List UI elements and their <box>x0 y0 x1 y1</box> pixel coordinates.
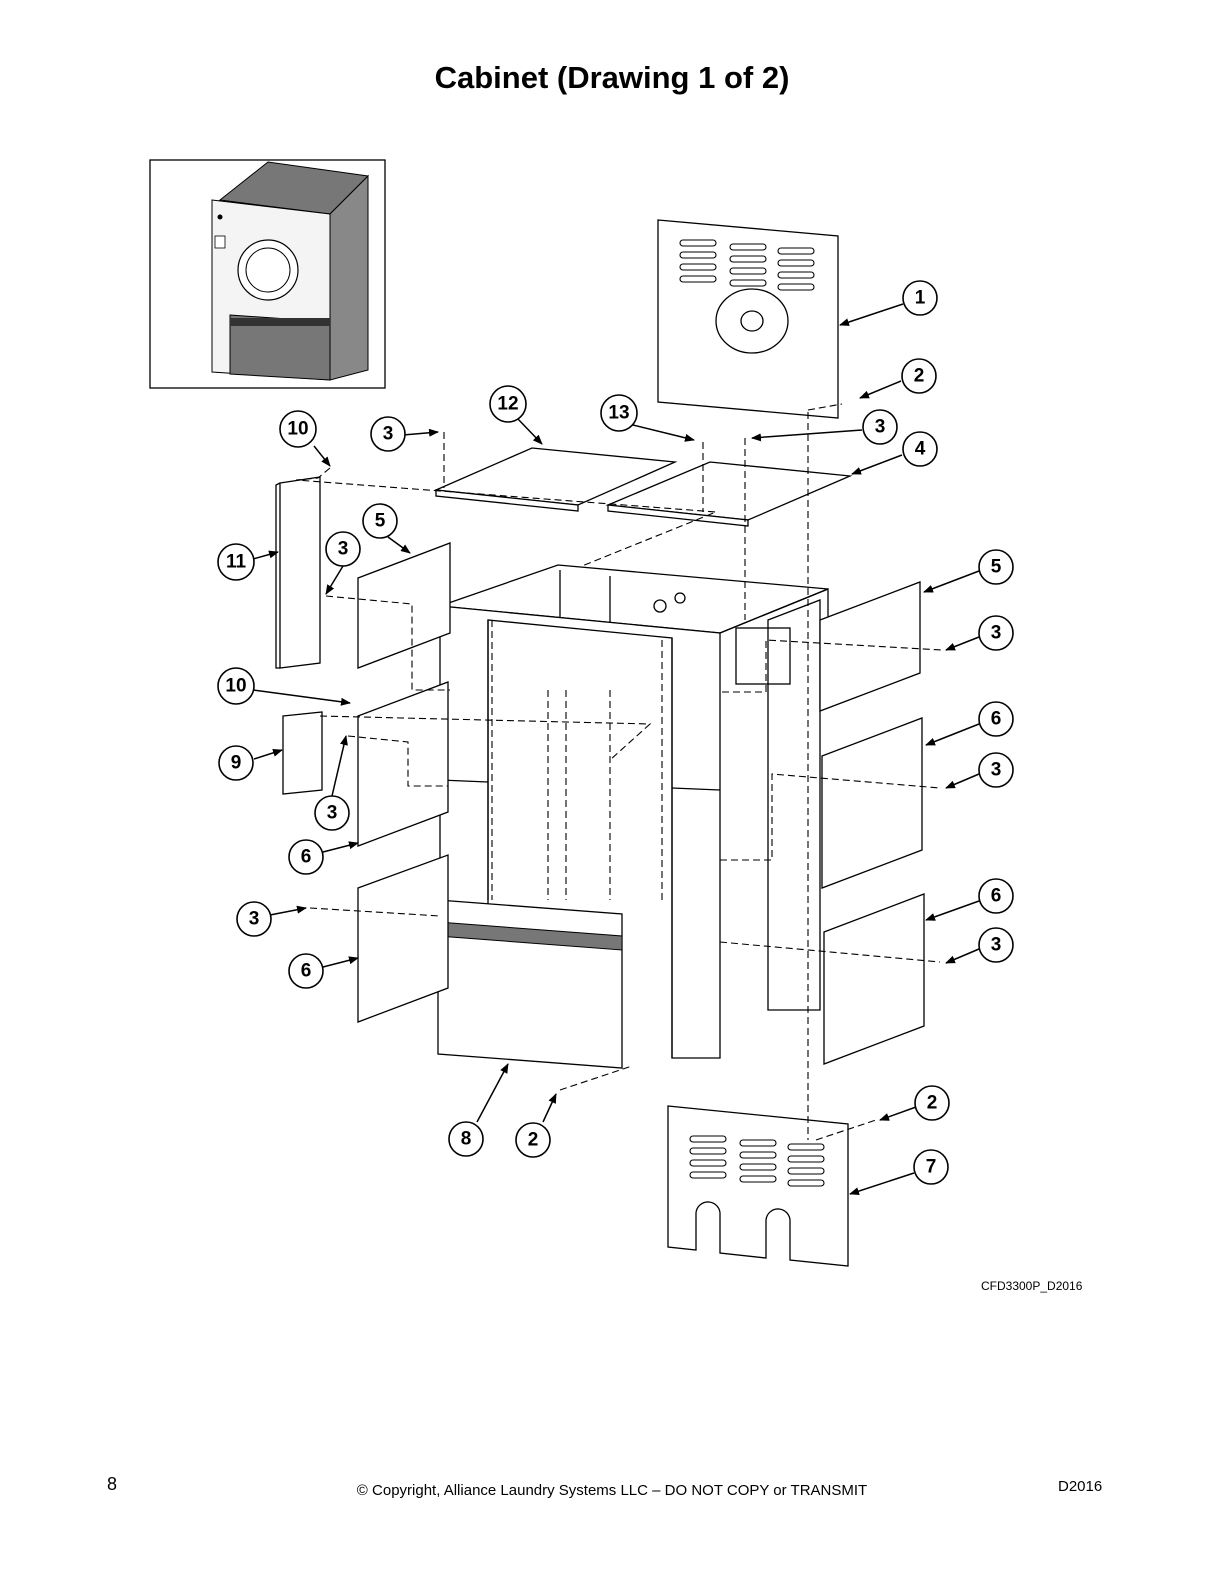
svg-text:3: 3 <box>327 803 338 824</box>
callout-3f: 3 <box>978 752 1014 788</box>
vent-slots <box>689 1135 825 1187</box>
svg-text:3: 3 <box>383 424 394 445</box>
callout-3a: 3 <box>370 416 406 452</box>
callout-5b: 5 <box>978 549 1014 585</box>
rear-top-panel <box>657 219 839 419</box>
svg-text:3: 3 <box>338 539 349 560</box>
callout-11: 11 <box>217 543 255 581</box>
svg-text:2: 2 <box>927 1093 938 1114</box>
copyright-notice: © Copyright, Alliance Laundry Systems LL… <box>356 1482 868 1499</box>
left-panel-middle <box>357 681 449 847</box>
callout-2c: 2 <box>914 1085 950 1121</box>
callout-7: 7 <box>913 1149 949 1185</box>
right-panel-upper <box>819 581 921 712</box>
svg-text:2: 2 <box>914 366 925 387</box>
callout-3h: 3 <box>978 927 1014 963</box>
right-panel-middle <box>821 717 923 889</box>
assembly-lines <box>295 403 943 1141</box>
callout-12: 12 <box>489 385 527 423</box>
svg-text:7: 7 <box>926 1157 937 1178</box>
svg-text:6: 6 <box>301 961 312 982</box>
svg-text:10: 10 <box>225 676 246 697</box>
assembled-machine-inset <box>149 159 386 389</box>
callout-2b: 2 <box>515 1122 551 1158</box>
svg-text:3: 3 <box>991 760 1002 781</box>
small-side-panel <box>282 711 323 795</box>
page-number: 8 <box>107 1474 118 1494</box>
svg-text:6: 6 <box>991 886 1002 907</box>
callout-8: 8 <box>448 1121 484 1157</box>
callout-6c: 6 <box>978 878 1014 914</box>
svg-text:5: 5 <box>991 557 1002 578</box>
callout-3g: 3 <box>236 901 272 937</box>
svg-text:4: 4 <box>915 439 926 460</box>
svg-text:6: 6 <box>301 847 312 868</box>
callout-13: 13 <box>600 394 638 432</box>
callout-6b: 6 <box>288 839 324 875</box>
svg-text:10: 10 <box>287 419 308 440</box>
top-panel-left <box>433 447 678 512</box>
callout-1: 1 <box>902 280 938 316</box>
callout-6d: 6 <box>288 953 324 989</box>
svg-text:8: 8 <box>461 1129 472 1150</box>
document-code: D2016 <box>1058 1478 1103 1495</box>
rear-lower-panel <box>667 1105 849 1267</box>
svg-text:6: 6 <box>991 709 1002 730</box>
callout-10b: 10 <box>217 667 255 705</box>
svg-text:5: 5 <box>375 511 386 532</box>
svg-text:3: 3 <box>991 935 1002 956</box>
svg-text:2: 2 <box>528 1130 539 1151</box>
left-panel-lower <box>357 854 449 1023</box>
callout-2a: 2 <box>901 358 937 394</box>
front-lower-panel <box>437 899 623 1069</box>
drawing-code: CFD3300P_D2016 <box>981 1279 1083 1293</box>
svg-text:1: 1 <box>915 288 926 309</box>
svg-text:12: 12 <box>497 394 518 415</box>
callout-6a: 6 <box>978 701 1014 737</box>
callout-3e: 3 <box>314 795 350 831</box>
left-panel-upper <box>357 542 451 669</box>
callout-9: 9 <box>218 745 254 781</box>
callout-5a: 5 <box>362 503 398 539</box>
page-title: Cabinet (Drawing 1 of 2) <box>434 60 790 95</box>
svg-text:11: 11 <box>226 552 247 573</box>
upper-side-strip <box>275 476 321 669</box>
svg-text:9: 9 <box>231 753 242 774</box>
callout-3b: 3 <box>862 409 898 445</box>
top-panel-right <box>605 461 853 527</box>
svg-text:3: 3 <box>875 417 886 438</box>
svg-text:3: 3 <box>249 909 260 930</box>
callout-10a: 10 <box>279 410 317 448</box>
svg-text:13: 13 <box>608 403 629 424</box>
callout-3c: 3 <box>325 531 361 567</box>
callout-3d: 3 <box>978 615 1014 651</box>
vent-slots <box>679 239 815 291</box>
svg-text:3: 3 <box>991 623 1002 644</box>
leader-arrows <box>252 303 980 1195</box>
right-panel-lower <box>823 893 925 1065</box>
callout-4: 4 <box>902 431 938 467</box>
